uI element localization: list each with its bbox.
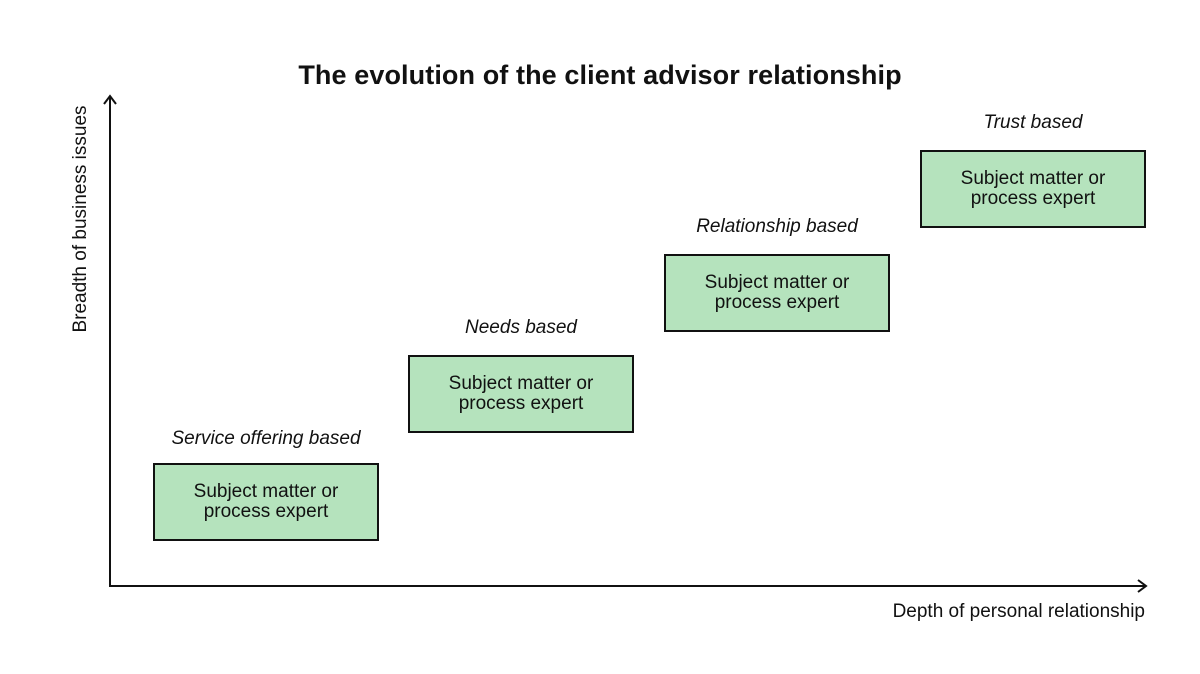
- y-axis-arrowhead: [103, 94, 117, 105]
- y-axis-label: Breadth of business issues: [70, 105, 91, 333]
- stage-box: Subject matter or process expert: [920, 150, 1146, 228]
- stage-label: Relationship based: [696, 216, 858, 237]
- x-axis-label: Depth of personal relationship: [892, 601, 1145, 622]
- stage-box: Subject matter or process expert: [153, 463, 379, 541]
- x-axis-arrowhead: [1137, 579, 1148, 593]
- stage-label: Needs based: [465, 317, 577, 338]
- stage-label: Trust based: [983, 112, 1083, 133]
- stage-label: Service offering based: [171, 428, 361, 449]
- diagram-title: The evolution of the client advisor rela…: [298, 60, 902, 90]
- stage-box-text: Subject matter or process expert: [448, 373, 594, 414]
- stage-box: Subject matter or process expert: [664, 254, 890, 332]
- stage-box: Subject matter or process expert: [408, 355, 634, 433]
- stage-box-text: Subject matter or process expert: [193, 481, 339, 522]
- stage-box-text: Subject matter or process expert: [960, 168, 1106, 209]
- stage-box-text: Subject matter or process expert: [704, 272, 850, 313]
